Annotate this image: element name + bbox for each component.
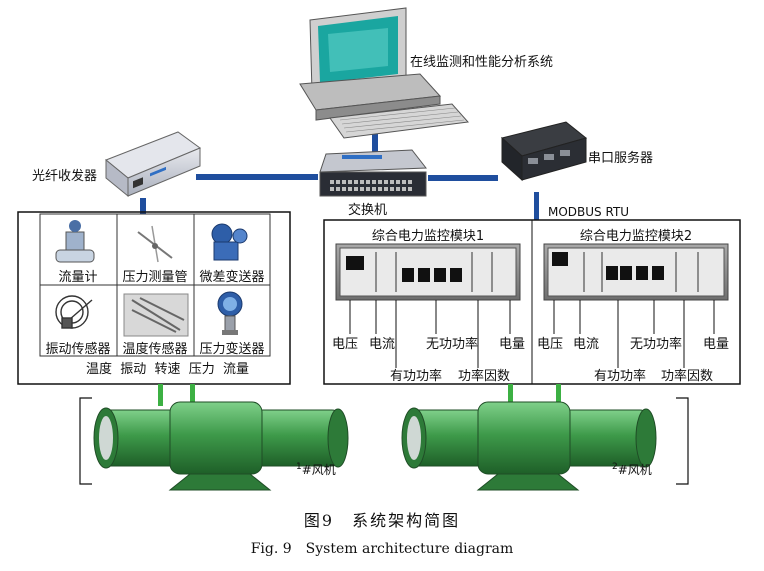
link-module2-fan [556,384,561,406]
link-converter-switch [196,174,318,180]
figure-caption-cn: 图9 系统架构简图 [304,511,460,530]
temperature-sensor-icon [123,293,189,337]
switch-label: 交换机 [348,202,387,218]
module-2-active-power: 有功功率 [594,368,646,384]
sensor-label-4: 振动传感器 [45,341,110,357]
fan-1-icon [93,401,349,491]
fan-1-label: 1#风机 [296,462,336,477]
link-sensors-fan1-a [158,384,163,406]
fans-bracket-left [79,397,92,485]
module-2-power-factor: 功率因数 [661,368,713,384]
computer-icon [299,7,470,139]
sensor-label-6: 压力变送器 [199,341,264,357]
power-module-2-panel [543,243,729,301]
protocol-label: MODBUS RTU [548,205,629,219]
module-1-energy: 电量 [499,337,525,352]
link-module1-fan [508,384,513,406]
link-pc-switch [372,125,378,157]
link-switch-serial [428,175,498,181]
module-1-current: 电流 [369,337,395,352]
link-serial-modules [534,192,539,220]
link-sensors-fan1-b [190,384,195,406]
module-1-voltage: 电压 [332,337,358,352]
vibration-sensor-icon [55,295,93,329]
module-2-reactive-power: 无功功率 [630,336,682,352]
module-2-title: 综合电力监控模块2 [580,229,692,244]
module-1-title: 综合电力监控模块1 [372,229,484,244]
power-module-1-panel [335,243,521,301]
pressure-transmitter-icon [217,291,243,335]
sensor-label-3: 微差变送器 [199,269,264,285]
differential-transmitter-icon [211,223,248,261]
fans-bracket-right [676,397,689,485]
module-1-power-factor: 功率因数 [458,368,510,384]
serial-server-icon [500,121,588,182]
module-1-leaders [349,300,511,368]
converter-label: 光纤收发器 [32,168,97,184]
fan-2-icon [401,401,657,491]
signal-links [158,384,561,406]
module-1-reactive-power: 无功功率 [426,336,478,352]
module-2-current: 电流 [573,337,599,352]
sensor-label-5: 温度传感器 [122,341,187,357]
serial-server-label: 串口服务器 [588,150,653,166]
link-converter-sensors [140,198,146,214]
network-links [140,125,539,220]
flow-meter-icon [55,220,95,263]
sensor-signals-label: 温度 振动 转速 压力 流量 [86,361,249,377]
module-2-leaders [553,300,715,368]
sensor-label-2: 压力测量管 [122,270,187,285]
sensor-label-1: 流量计 [58,270,97,285]
module-2-voltage: 电压 [537,337,563,352]
sensor-group: 流量计 压力测量管 微差变送器 振动传感器 温度传感器 压力变送器 温度 振动 … [17,211,291,385]
power-module-group: 综合电力监控模块1 综合电力监控模块2 电压 电流 无功功率 电量 有功功率 功… [323,219,741,385]
switch-icon [319,149,427,197]
sensor-group-border [17,211,291,385]
fiber-converter-icon [105,131,202,198]
module-1-active-power: 有功功率 [390,368,442,384]
fan-2-label: 2#风机 [612,462,652,477]
pressure-tube-icon [137,225,173,263]
module-2-energy: 电量 [703,337,729,352]
pc-label: 在线监测和性能分析系统 [410,55,553,70]
figure-caption-en: Fig. 9 System architecture diagram [251,541,514,557]
